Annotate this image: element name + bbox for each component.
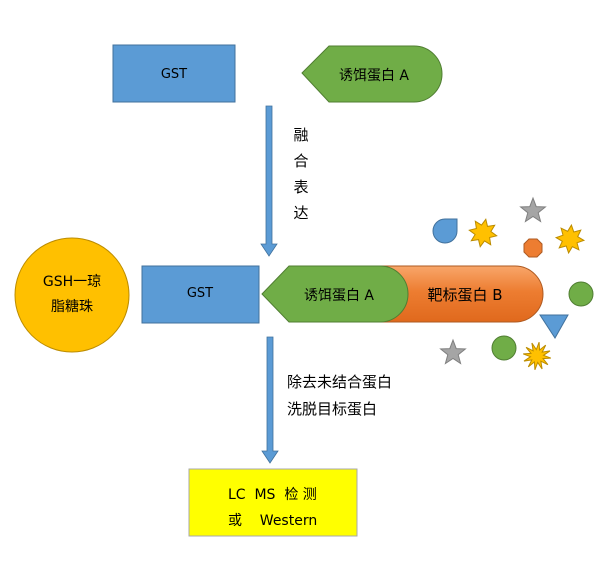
mid-bait-protein: 诱饵蛋白 A: [261, 265, 409, 323]
gray-star-icon: [519, 196, 547, 223]
result-box: LC MS 检 测 或 Western: [188, 468, 358, 537]
gold-starburst-icon: [554, 223, 586, 255]
target-label: 靶标蛋白 B: [427, 286, 502, 304]
target-protein: 靶标蛋白 B: [379, 265, 544, 323]
top-bait-protein: 诱饵蛋白 A: [301, 45, 443, 103]
fusion-char-4: 达: [293, 204, 308, 222]
top-bait-label: 诱饵蛋白 A: [339, 68, 409, 84]
gsh-agarose-bead: GSH一琼 脂糖珠: [14, 237, 130, 353]
fusion-char-2: 合: [293, 152, 308, 170]
mid-gst-label: GST: [187, 286, 213, 301]
wash-label-line1: 除去未结合蛋白: [287, 373, 392, 391]
wash-arrow: [261, 336, 279, 464]
top-gst-box: GST: [112, 44, 236, 103]
bead-label-line2: 脂糖珠: [51, 299, 93, 315]
result-label-line2: 或 Western: [228, 513, 317, 529]
gray-star-icon: [439, 338, 467, 365]
wash-step-label: 除去未结合蛋白 洗脱目标蛋白: [287, 373, 392, 418]
fusion-step-label: 融 合 表 达: [293, 126, 308, 222]
fusion-arrow: [260, 105, 278, 257]
blue-triangle-icon: [539, 314, 569, 339]
result-label-line1: LC MS 检 测: [228, 487, 317, 503]
fusion-char-3: 表: [293, 178, 308, 196]
wash-label-line2: 洗脱目标蛋白: [287, 400, 377, 418]
green-circle-icon: [568, 281, 594, 307]
orange-octagon-icon: [523, 238, 543, 258]
fusion-char-1: 融: [293, 126, 308, 144]
gold-explosion-icon: [523, 342, 551, 370]
bead-label-line1: GSH一琼: [43, 274, 101, 290]
mid-gst-box: GST: [141, 265, 260, 324]
gold-starburst-icon: [468, 218, 498, 248]
mid-bait-label: 诱饵蛋白 A: [304, 288, 374, 304]
top-gst-label: GST: [161, 67, 187, 82]
blue-teardrop-icon: [432, 218, 458, 244]
green-circle-icon: [491, 335, 517, 361]
